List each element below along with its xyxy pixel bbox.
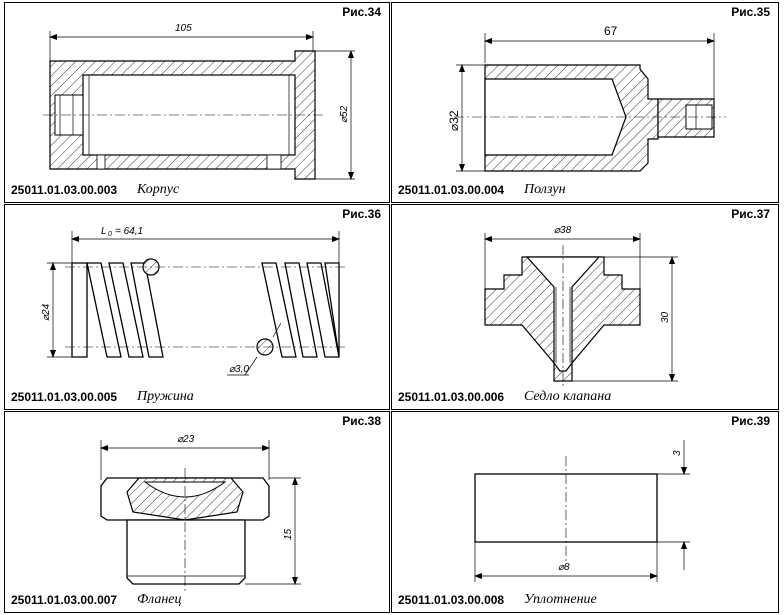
- part-code: 25011.01.03.00.005: [11, 390, 118, 404]
- part-name: Ползун: [524, 182, 566, 197]
- dim-length: 67: [604, 24, 618, 38]
- dim-diameter: ⌀38: [554, 225, 572, 236]
- part-code: 25011.01.03.00.004: [398, 183, 505, 197]
- figure-number: Рис.34: [342, 5, 381, 19]
- figure-number: Рис.37: [731, 207, 770, 221]
- dim-diameter: ⌀24: [41, 303, 52, 321]
- panel-polzun: Рис.35 67 ⌀32 25011.01.03.00.004 Ползун: [391, 2, 779, 203]
- part-name: Пружина: [137, 389, 194, 404]
- dim-length: 105: [175, 23, 192, 34]
- part-name: Корпус: [137, 182, 180, 197]
- part-name: Седло клапана: [524, 389, 612, 404]
- dim-diameter: ⌀32: [447, 110, 461, 131]
- drawing-korpus: 105 ⌀52: [43, 23, 355, 180]
- dim-length-value: = 64,1: [115, 226, 143, 237]
- panel-flanets: Рис.38 ⌀23 15 25011.01.03.00.007 Фланец: [4, 411, 390, 613]
- figure-number: Рис.38: [342, 414, 381, 428]
- drawing-sedlo: ⌀38 30: [484, 225, 678, 387]
- part-name: Уплотнение: [524, 592, 597, 607]
- part-code: 25011.01.03.00.003: [11, 183, 118, 197]
- part-name: Фланец: [137, 592, 182, 607]
- drawing-flanets: ⌀23 15: [100, 434, 301, 592]
- drawing-uplotnenie: 3 ⌀8: [474, 440, 690, 582]
- panel-pruzhina: Рис.36 L 0 = 64,1 ⌀24: [4, 204, 390, 410]
- part-code: 25011.01.03.00.007: [11, 593, 118, 607]
- dim-wire: ⌀3,0: [229, 364, 249, 375]
- panel-korpus: Рис.34 105 ⌀52 25011.01.03.00.003 Корпус: [4, 2, 390, 203]
- dim-diameter: ⌀23: [177, 434, 195, 445]
- part-code: 25011.01.03.00.006: [398, 390, 505, 404]
- part-code: 25011.01.03.00.008: [398, 593, 505, 607]
- panel-sedlo: Рис.37 ⌀38 30 25011.01.03.00.006 Седло к…: [391, 204, 779, 410]
- dim-diameter: ⌀52: [339, 105, 350, 123]
- figure-number: Рис.36: [342, 207, 381, 221]
- panel-uplotnenie: Рис.39 3 ⌀8 25011.01.03.00.008 Уплотнени…: [391, 411, 779, 613]
- figure-number: Рис.39: [731, 414, 770, 428]
- dim-length-sub: 0: [108, 231, 112, 238]
- figure-number: Рис.35: [731, 5, 770, 19]
- dim-height: 15: [283, 528, 294, 540]
- drawing-pruzhina: L 0 = 64,1 ⌀24 ⌀3,0: [41, 226, 345, 376]
- dim-thickness: 3: [672, 450, 683, 456]
- dim-diameter: ⌀8: [558, 562, 570, 573]
- dim-height: 30: [660, 311, 671, 323]
- dim-length-symbol: L: [101, 226, 107, 237]
- drawing-polzun: 67 ⌀32: [447, 24, 726, 172]
